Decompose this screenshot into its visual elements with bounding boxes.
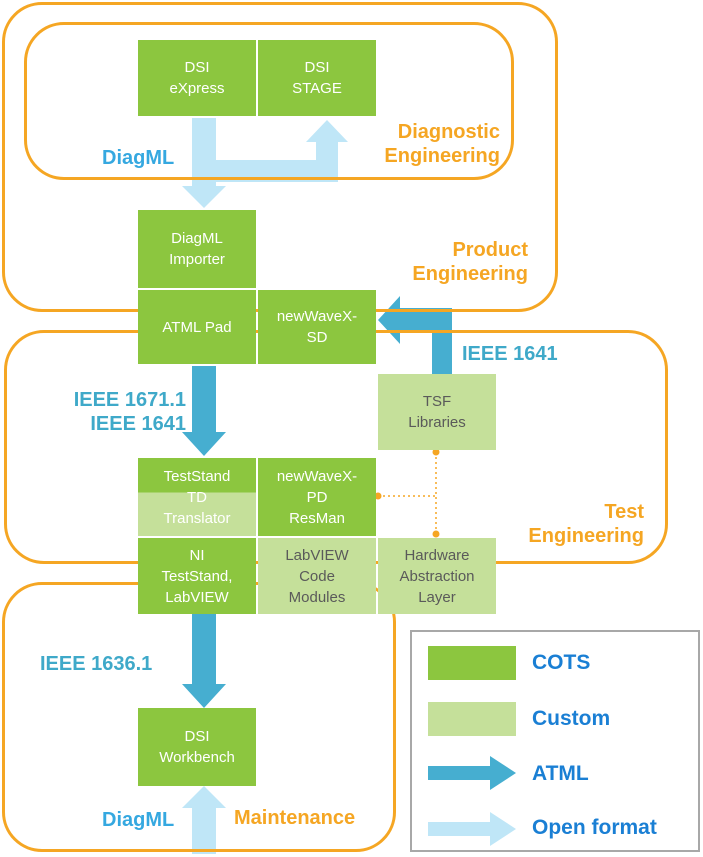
region-diagnostic-engineering: [24, 22, 514, 180]
box-labview-code-modules: LabVIEW Code Modules: [258, 538, 376, 614]
dot-tsf: [432, 448, 440, 456]
atml-arrow-ieee1641: [378, 296, 452, 374]
legend-label-atml: ATML: [532, 762, 589, 785]
legend-label-open-format: Open format: [532, 816, 657, 839]
diagml-open-arrow-down: [182, 118, 226, 208]
flow-label-diagml-bottom: DiagML: [102, 809, 175, 831]
atml-arrow-ieee1671: [182, 366, 226, 456]
box-teststand-td-translator: TestStand TD Translator: [138, 458, 256, 536]
legend-open-format-arrow-icon: [428, 812, 516, 846]
dot-pd: [374, 492, 382, 500]
label-maintenance: Maintenance: [234, 807, 356, 829]
atml-arrow-ieee1636: [182, 614, 226, 708]
legend-swatch-custom: [428, 702, 516, 736]
legend: COTS Custom ATML Open format: [410, 630, 700, 852]
box-dsi-stage: DSI STAGE: [258, 40, 376, 116]
diagml-open-arrow-up: [182, 786, 226, 854]
flow-label-diagml-top: DiagML: [102, 147, 175, 169]
legend-atml-arrow-icon: [428, 756, 516, 790]
box-ni-teststand-labview: NI TestStand, LabVIEW: [138, 538, 256, 614]
legend-label-cots: COTS: [532, 651, 591, 674]
box-atml-pad: ATML Pad: [138, 290, 256, 364]
box-hardware-abstraction-layer: Hardware Abstraction Layer: [378, 538, 496, 614]
label-diagnostic-engineering: Diagnostic Engineering: [384, 121, 500, 167]
label-product-engineering: Product Engineering: [412, 239, 528, 285]
box-dsi-express: DSI eXpress: [138, 40, 256, 116]
box-newwavex-pd-resman: newWaveX- PD ResMan: [258, 458, 376, 536]
box-tsf-libraries: TSF Libraries: [378, 374, 496, 450]
box-newwavex-sd: newWaveX- SD: [258, 290, 376, 364]
legend-label-custom: Custom: [532, 707, 611, 730]
flow-label-ieee1671-ieee1641: IEEE 1671.1 IEEE 1641: [73, 389, 186, 435]
diagml-open-arrow-to-stage: [216, 120, 348, 182]
flow-label-ieee1641: IEEE 1641: [462, 343, 558, 365]
box-dsi-workbench: DSI Workbench: [138, 708, 256, 786]
label-test-engineering: Test Engineering: [528, 501, 644, 547]
flow-label-ieee1636: IEEE 1636.1: [40, 653, 153, 675]
legend-swatch-cots: [428, 646, 516, 680]
dot-hal: [432, 530, 440, 538]
box-diagml-importer: DiagML Importer: [138, 210, 256, 288]
